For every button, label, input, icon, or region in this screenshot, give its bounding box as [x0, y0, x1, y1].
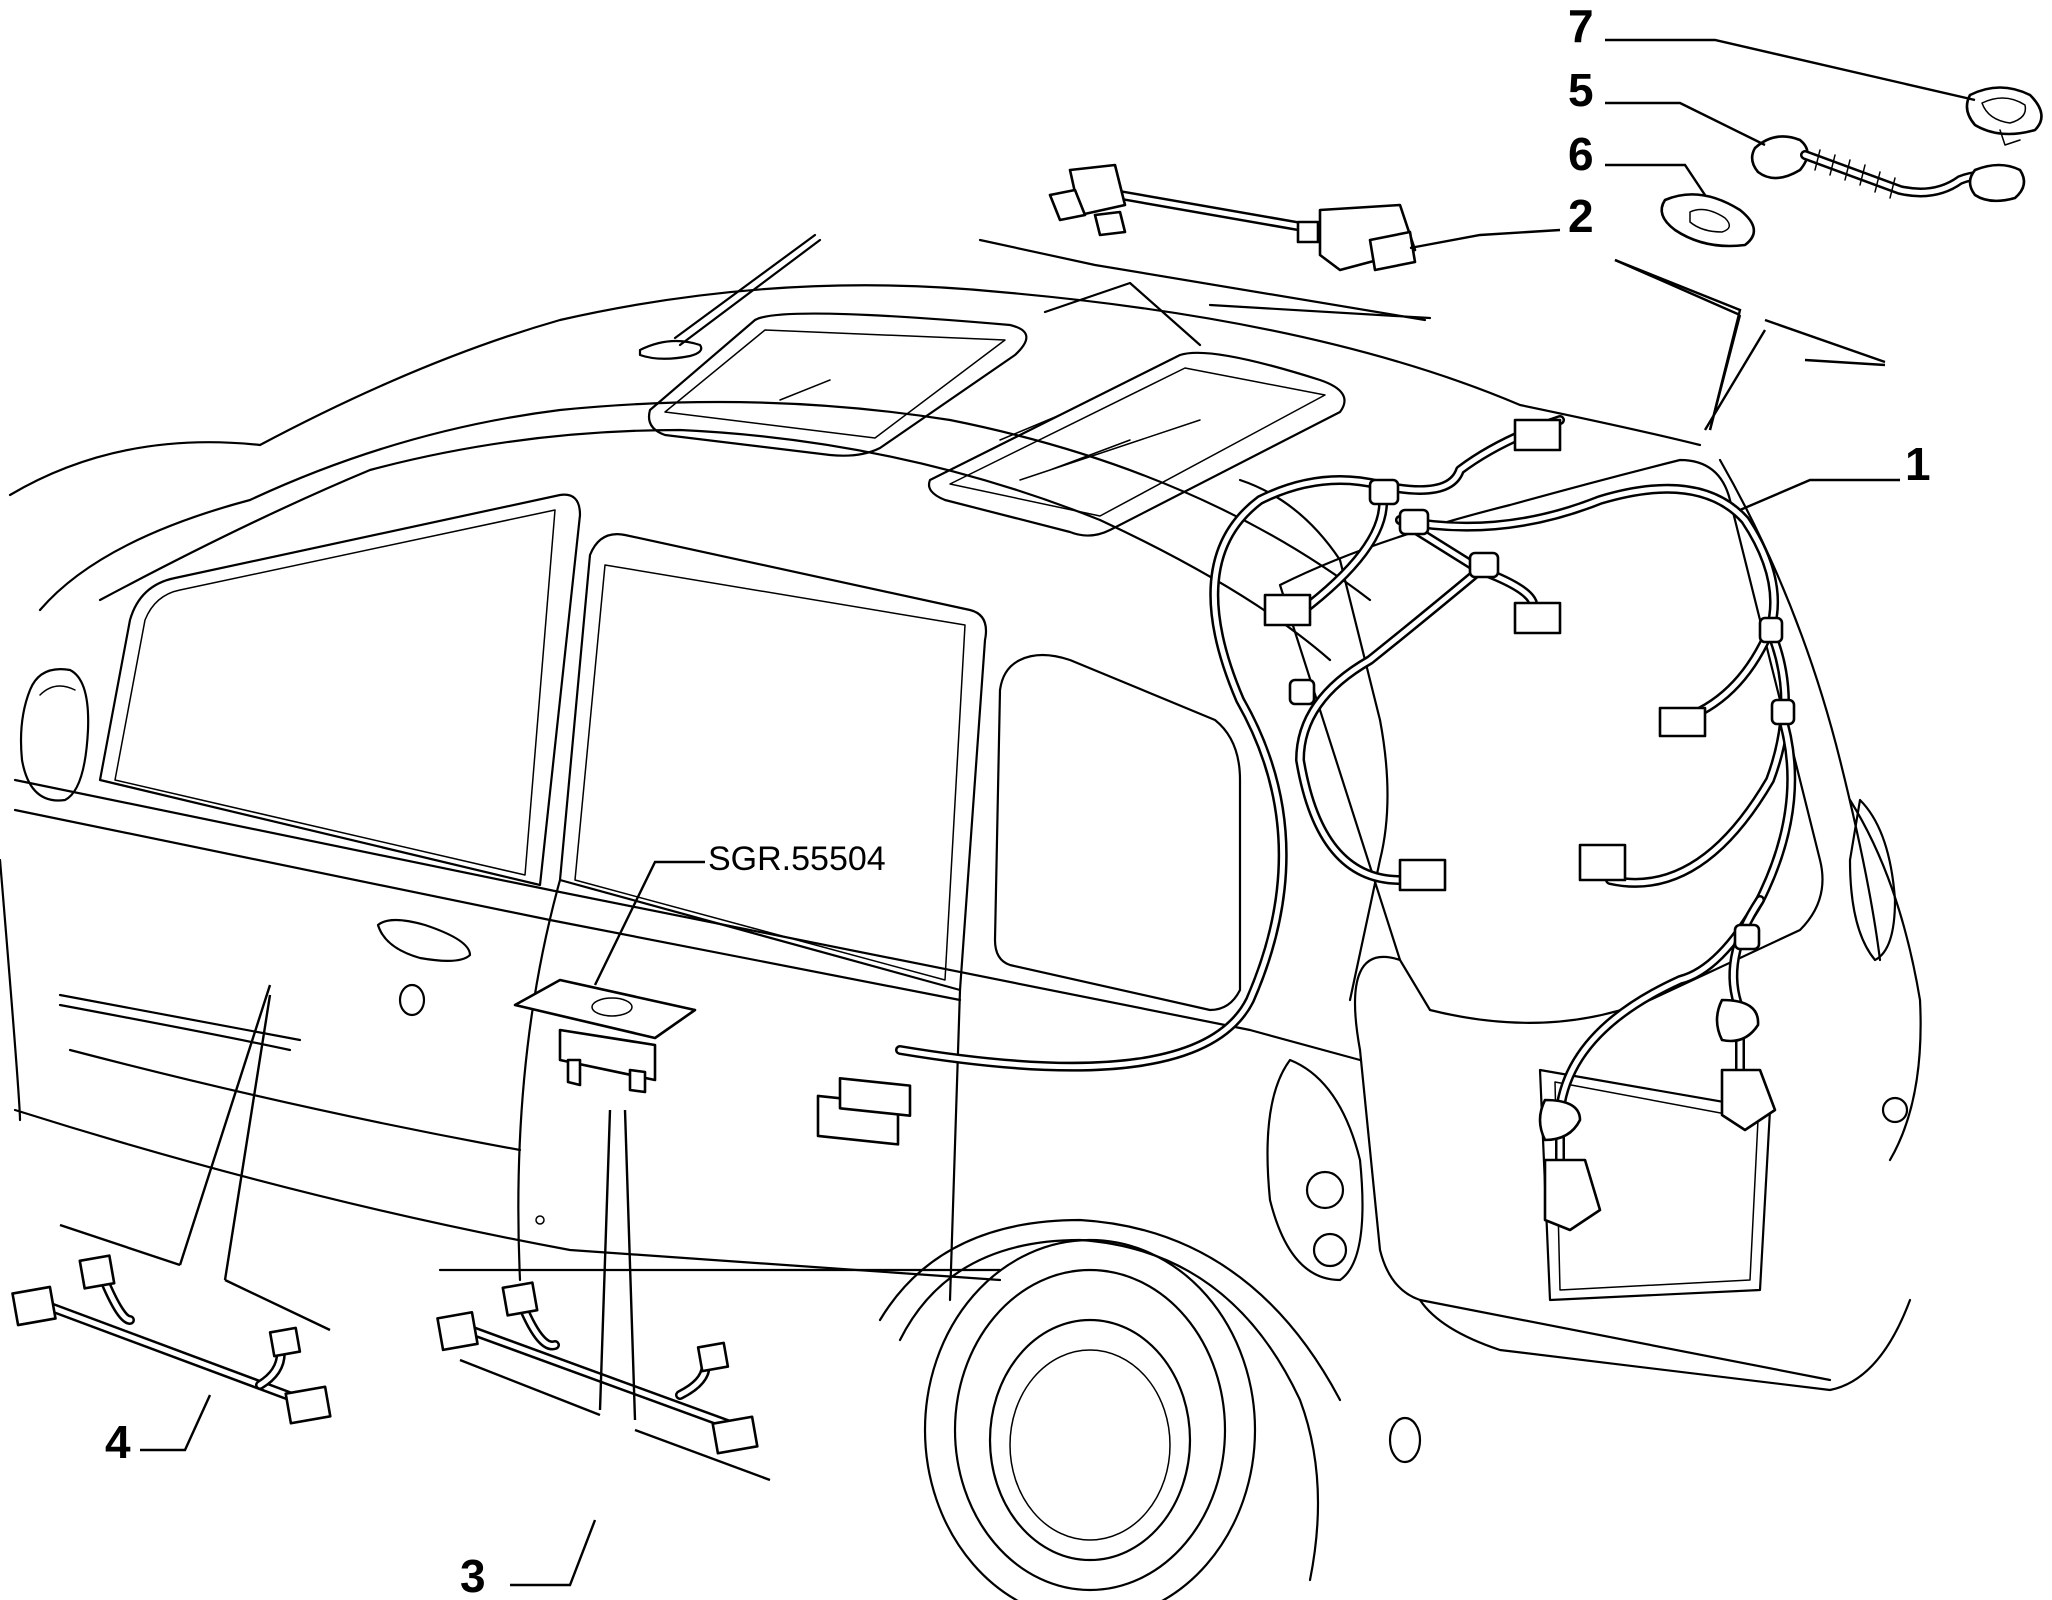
callout-4: 4	[105, 1416, 131, 1468]
reference-code: SGR.55504	[708, 840, 886, 878]
callout-6: 6	[1568, 128, 1594, 180]
door-switch-part	[513, 978, 697, 1094]
grommets-567	[1660, 86, 2043, 248]
leader-lines	[59, 38, 1976, 1587]
callout-3: 3	[460, 1550, 486, 1600]
callout-labels: 7 5 6 2 1 4 3 SGR.55504	[105, 0, 1931, 1600]
harness-3	[436, 1281, 759, 1455]
callout-7: 7	[1568, 0, 1594, 52]
callout-5: 5	[1568, 64, 1594, 116]
callout-2: 2	[1568, 190, 1594, 242]
harness-2-roof	[1048, 163, 1417, 272]
callout-1: 1	[1905, 438, 1931, 490]
harness-4	[11, 1254, 332, 1425]
harness-1-main	[816, 415, 1797, 1232]
